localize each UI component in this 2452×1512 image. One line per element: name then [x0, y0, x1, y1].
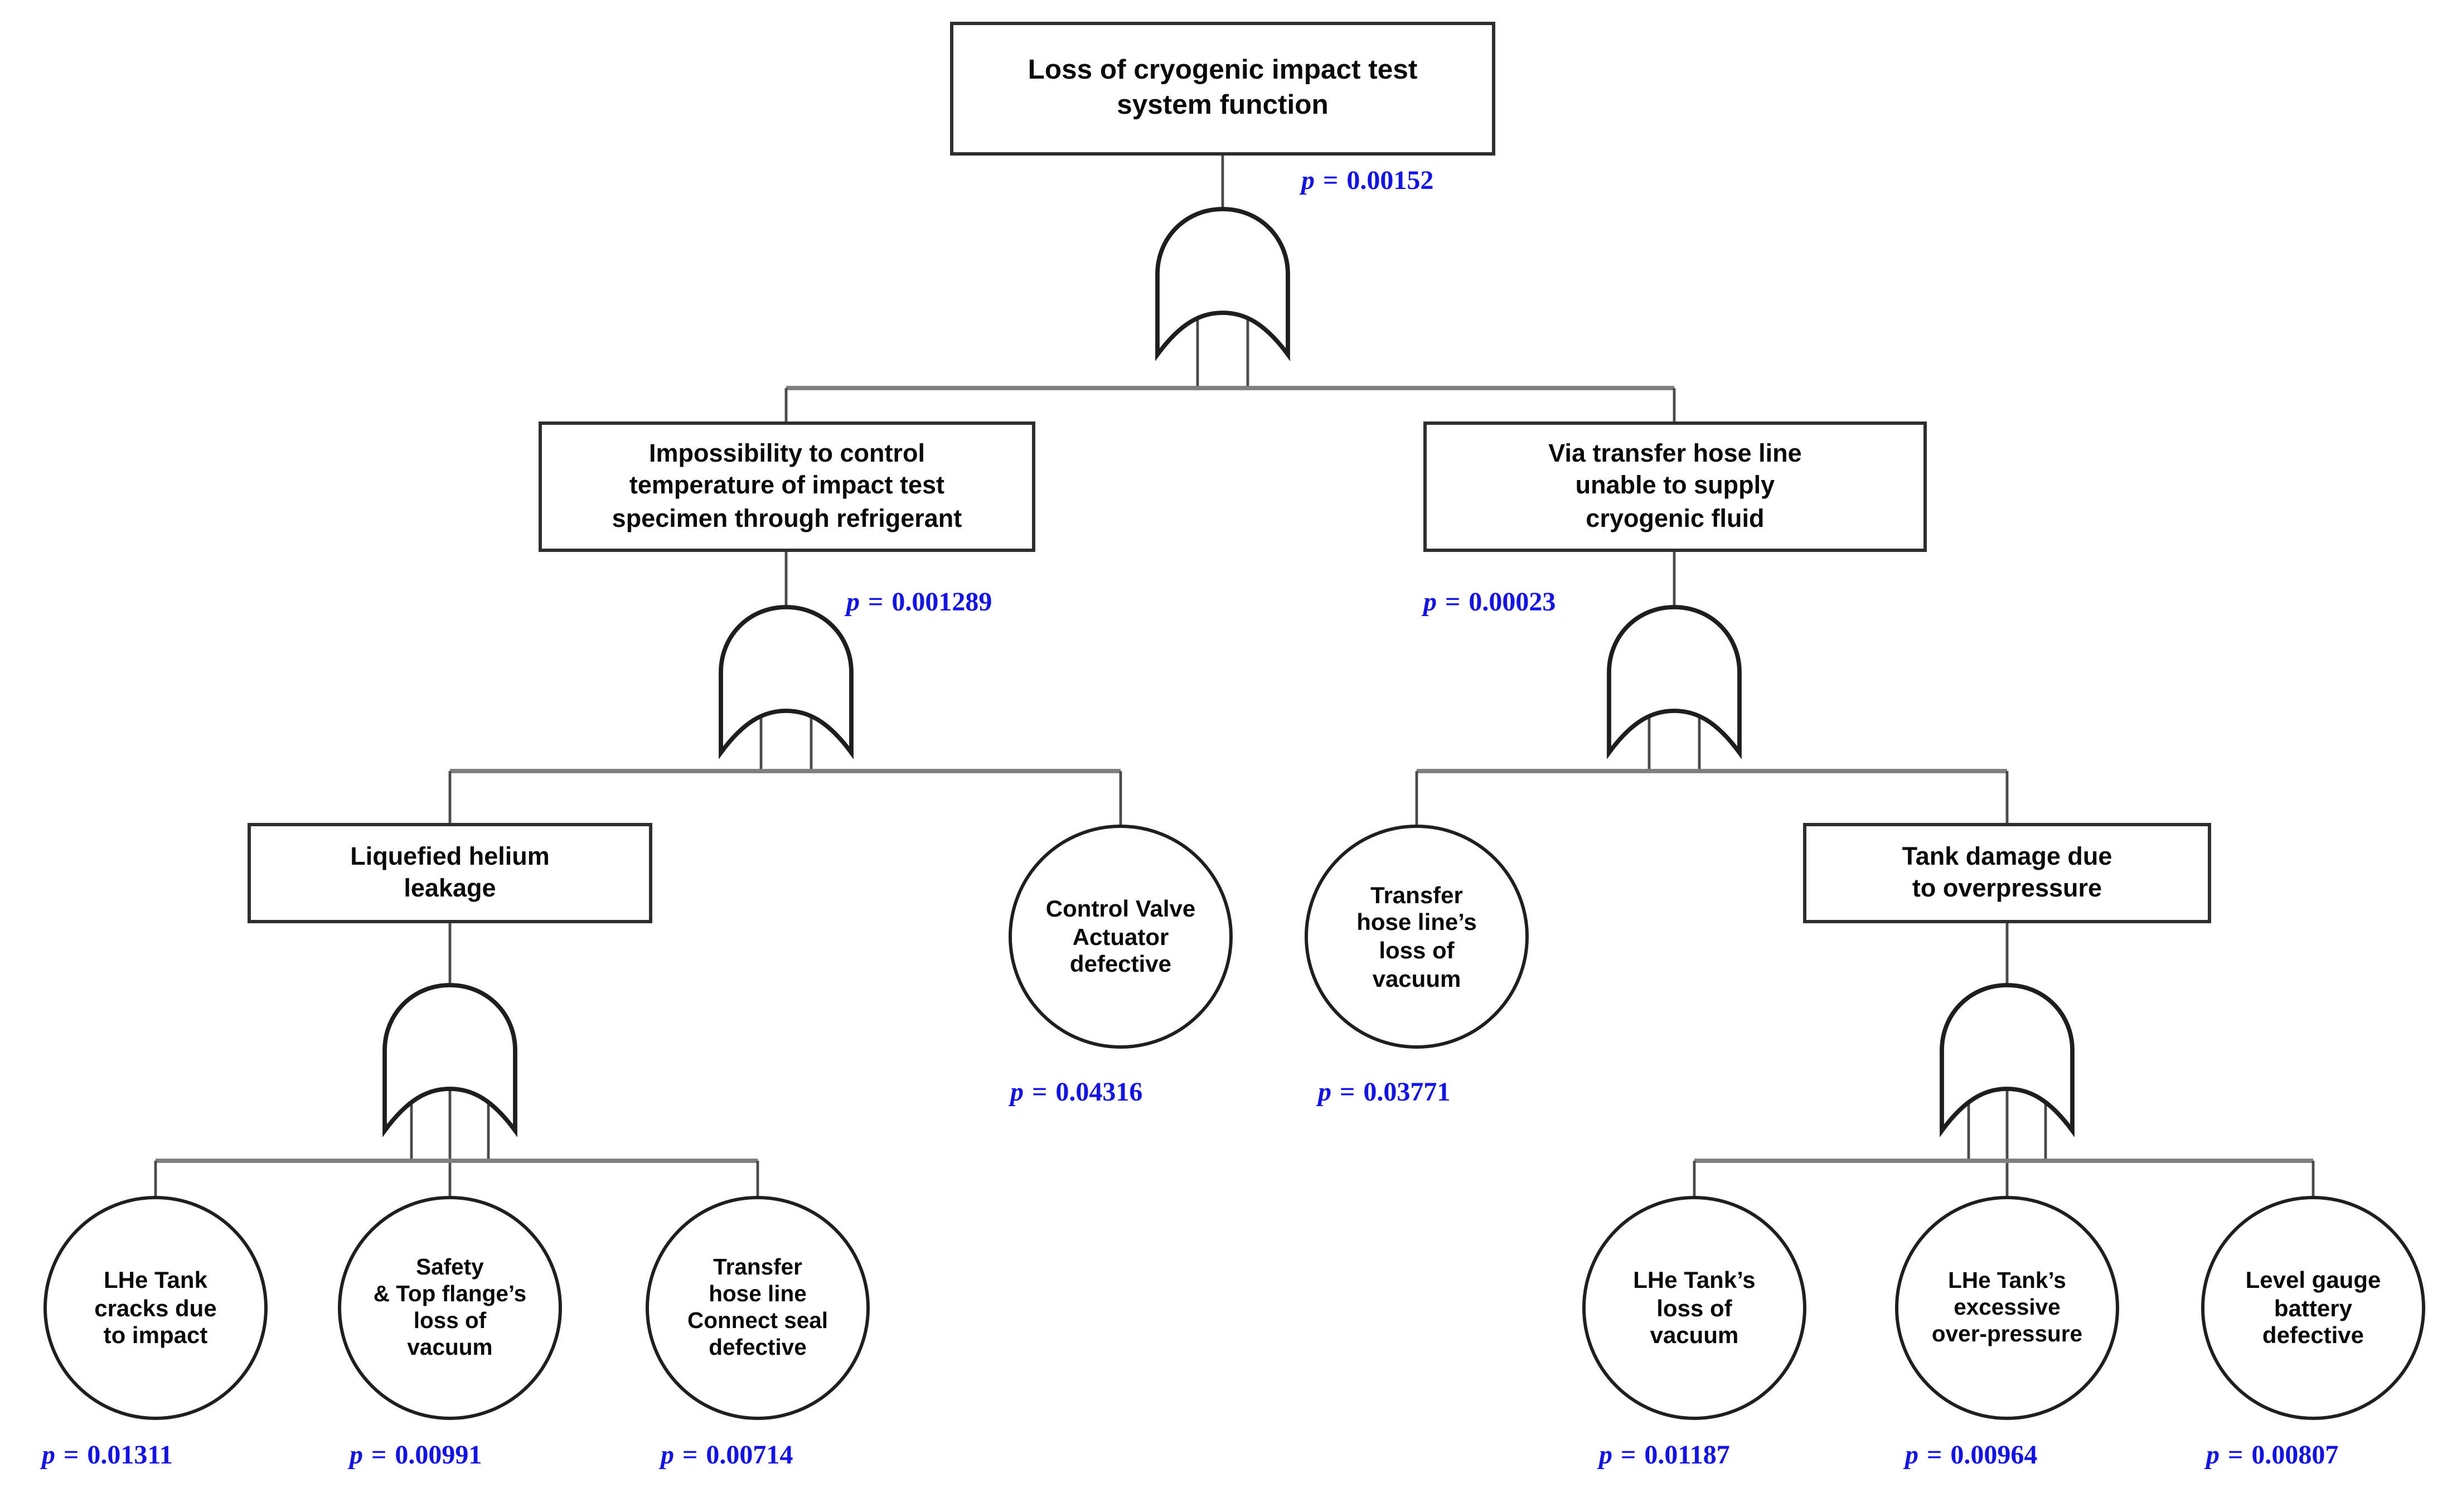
probability-label-hose-supply: p = 0.00023 — [1423, 589, 1555, 619]
basic-event-thl-vacuum: Transfer hose line’s loss of vacuum — [1305, 825, 1529, 1049]
probability-label-control-valve: p =0.04316 — [1010, 1079, 1142, 1109]
probability-value: 0.00807 — [2251, 1442, 2339, 1470]
basic-event-label-flange-vacuum: Safety & Top flange’s loss of vacuum — [373, 1254, 527, 1360]
equals-sign: = — [682, 1442, 698, 1470]
equals-sign: = — [1621, 1442, 1636, 1470]
probability-var: p — [1301, 167, 1315, 196]
basic-event-tank-vacuum: LHe Tank’s loss of vacuum — [1582, 1196, 1806, 1420]
basic-event-label-tank-cracks: LHe Tank cracks due to impact — [94, 1266, 217, 1349]
probability-label-tank-cracks: p = 0.01311 — [42, 1442, 173, 1472]
basic-event-label-thl-vacuum: Transfer hose line’s loss of vacuum — [1356, 881, 1477, 991]
or-gate-hose-supply — [1609, 607, 1739, 753]
event-box-temp-control: Impossibility to control temperature of … — [539, 421, 1035, 552]
probability-var: p — [1905, 1442, 1918, 1470]
equals-sign: = — [371, 1442, 387, 1470]
event-label-tank-damage: Tank damage due to overpressure — [1902, 842, 2112, 903]
event-box-top: Loss of cryogenic impact test system fun… — [950, 22, 1495, 156]
basic-event-label-tank-overpressure: LHe Tank’s excessive over-pressure — [1931, 1268, 2083, 1346]
basic-event-connect-seal: Transfer hose line Connect seal defectiv… — [646, 1196, 870, 1420]
or-gate-temp-control — [721, 607, 851, 753]
event-label-hose-supply: Via transfer hose line unable to supply … — [1548, 440, 1802, 533]
probability-var: p — [42, 1442, 55, 1470]
equals-sign: = — [868, 589, 884, 617]
equals-sign: = — [1445, 589, 1461, 617]
probability-label-tank-vacuum: p = 0.01187 — [1599, 1442, 1730, 1472]
probability-value: 0.00152 — [1346, 167, 1434, 196]
probability-value: 0.00991 — [395, 1442, 482, 1470]
basic-event-control-valve: Control Valve Actuator defective — [1009, 825, 1233, 1049]
event-label-top: Loss of cryogenic impact test system fun… — [1028, 55, 1418, 120]
basic-event-gauge-battery: Level gauge battery defective — [2201, 1196, 2425, 1420]
probability-var: p — [1010, 1079, 1024, 1107]
probability-label-temp-control: p =0.001289 — [846, 589, 992, 619]
probability-var: p — [1423, 589, 1437, 617]
probability-value: 0.04316 — [1055, 1079, 1143, 1107]
event-box-tank-damage: Tank damage due to overpressure — [1803, 823, 2211, 923]
event-box-lhe-leakage: Liquefied helium leakage — [248, 823, 652, 923]
probability-value: 0.00714 — [706, 1442, 793, 1470]
probability-value: 0.00023 — [1469, 589, 1556, 617]
probability-var: p — [1318, 1079, 1331, 1107]
probability-label-thl-vacuum: p = 0.03771 — [1318, 1079, 1450, 1109]
or-gate-root — [1157, 209, 1288, 355]
basic-event-label-connect-seal: Transfer hose line Connect seal defectiv… — [687, 1254, 828, 1360]
basic-event-label-tank-vacuum: LHe Tank’s loss of vacuum — [1633, 1266, 1756, 1349]
equals-sign: = — [1340, 1079, 1355, 1107]
equals-sign: = — [1032, 1079, 1048, 1107]
probability-value: 0.01311 — [87, 1442, 173, 1470]
equals-sign: = — [2228, 1442, 2243, 1470]
probability-var: p — [661, 1442, 674, 1470]
equals-sign: = — [64, 1442, 79, 1470]
basic-event-label-control-valve: Control Valve Actuator defective — [1045, 895, 1196, 977]
probability-label-gauge-battery: p = 0.00807 — [2206, 1442, 2338, 1472]
probability-label-connect-seal: p = 0.00714 — [661, 1442, 793, 1472]
probability-label-top: p =0.00152 — [1301, 167, 1433, 197]
probability-label-tank-overpressure: p = 0.00964 — [1905, 1442, 2037, 1472]
equals-sign: = — [1323, 167, 1339, 196]
basic-event-label-gauge-battery: Level gauge battery defective — [2245, 1266, 2381, 1349]
probability-var: p — [1599, 1442, 1612, 1470]
probability-value: 0.01187 — [1644, 1442, 1730, 1470]
basic-event-flange-vacuum: Safety & Top flange’s loss of vacuum — [338, 1196, 562, 1420]
event-box-hose-supply: Via transfer hose line unable to supply … — [1423, 421, 1927, 552]
probability-value: 0.03771 — [1363, 1079, 1451, 1107]
probability-value: 0.001289 — [891, 589, 992, 617]
probability-var: p — [2206, 1442, 2220, 1470]
probability-var: p — [846, 589, 860, 617]
probability-var: p — [350, 1442, 363, 1470]
probability-label-flange-vacuum: p = 0.00991 — [350, 1442, 482, 1472]
event-label-temp-control: Impossibility to control temperature of … — [612, 440, 962, 533]
event-label-lhe-leakage: Liquefied helium leakage — [350, 842, 550, 903]
probability-value: 0.00964 — [1950, 1442, 2038, 1470]
basic-event-tank-cracks: LHe Tank cracks due to impact — [43, 1196, 268, 1420]
equals-sign: = — [1927, 1442, 1942, 1470]
basic-event-tank-overpressure: LHe Tank’s excessive over-pressure — [1895, 1196, 2119, 1420]
